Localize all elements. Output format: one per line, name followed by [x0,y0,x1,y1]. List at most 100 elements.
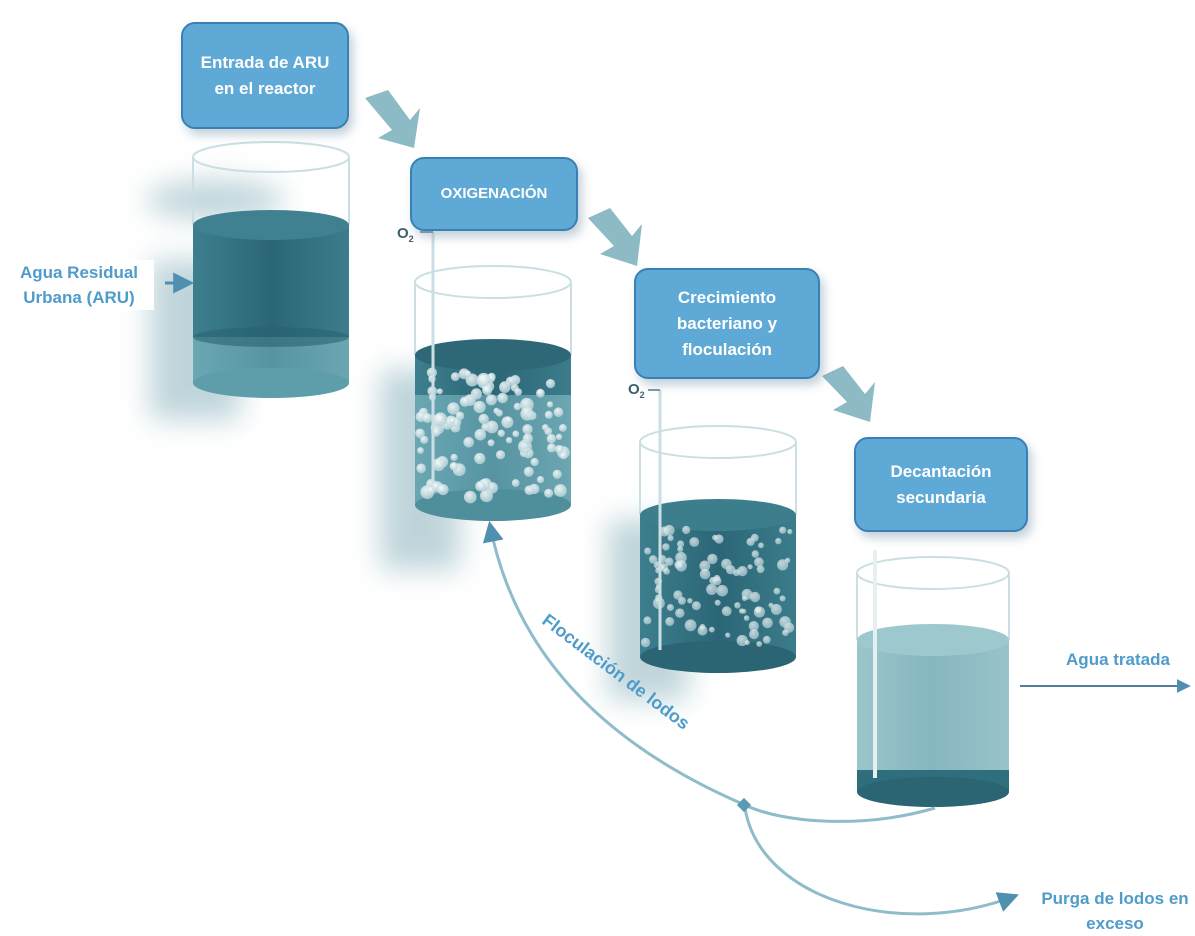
bubble [522,424,533,435]
bubble [691,601,701,611]
bubble [714,599,721,606]
bubble [725,632,731,638]
bubble [545,379,556,389]
bubble [416,463,427,474]
bubble [743,615,750,621]
bubble [709,576,717,585]
bubble [447,402,460,415]
bubble [649,555,658,564]
bubble [544,410,553,419]
bubble [712,534,718,541]
bubble [684,619,697,632]
bubble [514,388,522,396]
bubble [768,602,774,608]
bubble [475,480,486,492]
bubble [665,557,674,566]
bubble [707,553,718,565]
bubble [779,616,791,628]
bubble [784,557,791,564]
bubble [455,411,465,421]
bubble [675,608,685,618]
oxygen-label-1: O2 [397,225,414,244]
bubble [415,428,425,439]
bubble [751,550,759,558]
step-oxigenacion: OXIGENACIÓN [410,157,578,231]
recycle-curve [482,520,936,823]
bubble [546,434,557,444]
bubble [777,559,789,571]
bubble [754,557,764,567]
bubble [721,558,732,570]
bubble [662,543,670,551]
bubble [689,537,700,547]
bubble [436,388,443,395]
bubble [487,439,495,447]
bubble [779,595,786,602]
bubble [520,407,534,421]
step-4-label: Decantación secundaria [890,461,992,507]
bubble [721,606,732,617]
bubble [773,587,781,595]
bubble [663,568,670,575]
bubble [459,396,470,407]
tank-settler [856,550,1010,807]
bubble [560,452,568,460]
bubble [480,489,493,503]
bubble [497,429,505,437]
bubble [511,479,520,487]
bubble [450,453,458,461]
bubble [474,428,487,441]
bubble [463,437,475,448]
purge-label: Purga de lodos en exceso [1041,889,1189,933]
bubble [675,551,687,564]
bacterial-flocs [640,524,795,648]
bubble [708,626,715,633]
bubble [756,565,765,574]
bubble [522,433,533,444]
bubble [450,372,460,381]
bubble [485,394,497,406]
bubble [762,617,773,629]
bubble [536,388,545,398]
outlet-label: Agua tratada [1066,650,1170,669]
bubble [499,381,511,393]
bubble [749,629,759,640]
bubble [530,457,539,467]
bubble [756,641,763,647]
bubble [465,373,479,387]
bubble [697,625,708,636]
oxygen-label-2: O2 [628,381,645,400]
bubble [750,533,759,542]
step-arrows [365,90,875,422]
bubble [734,602,741,609]
inlet-label: Agua Residual Urbana (ARU) [4,260,154,310]
bubble [687,598,693,604]
bubble [682,525,691,535]
bubble [666,604,674,611]
step-crecimiento: Crecimiento bacteriano y floculación [634,268,820,379]
bubble [523,466,534,477]
bubble [485,420,499,434]
junction-node [736,797,752,813]
step-2-label: OXIGENACIÓN [440,185,548,202]
bubble [758,542,764,549]
bubble [643,616,652,625]
bubble [665,617,675,626]
bubble [505,437,513,444]
bubble [787,529,793,535]
step-entrada-aru: Entrada de ARU en el reactor [181,22,349,129]
bubble [677,540,685,548]
tank-growth [639,389,797,673]
bubble [524,485,535,496]
bubble [555,444,564,454]
bubble [432,458,445,472]
bubble [546,401,554,408]
bubble [493,407,500,414]
bubble [464,490,477,504]
tank-oxygenation [414,231,572,521]
bubble [770,603,782,615]
tank-inlet [192,141,350,398]
bubble [699,568,711,580]
bubble [782,629,789,636]
bubble [497,392,508,404]
